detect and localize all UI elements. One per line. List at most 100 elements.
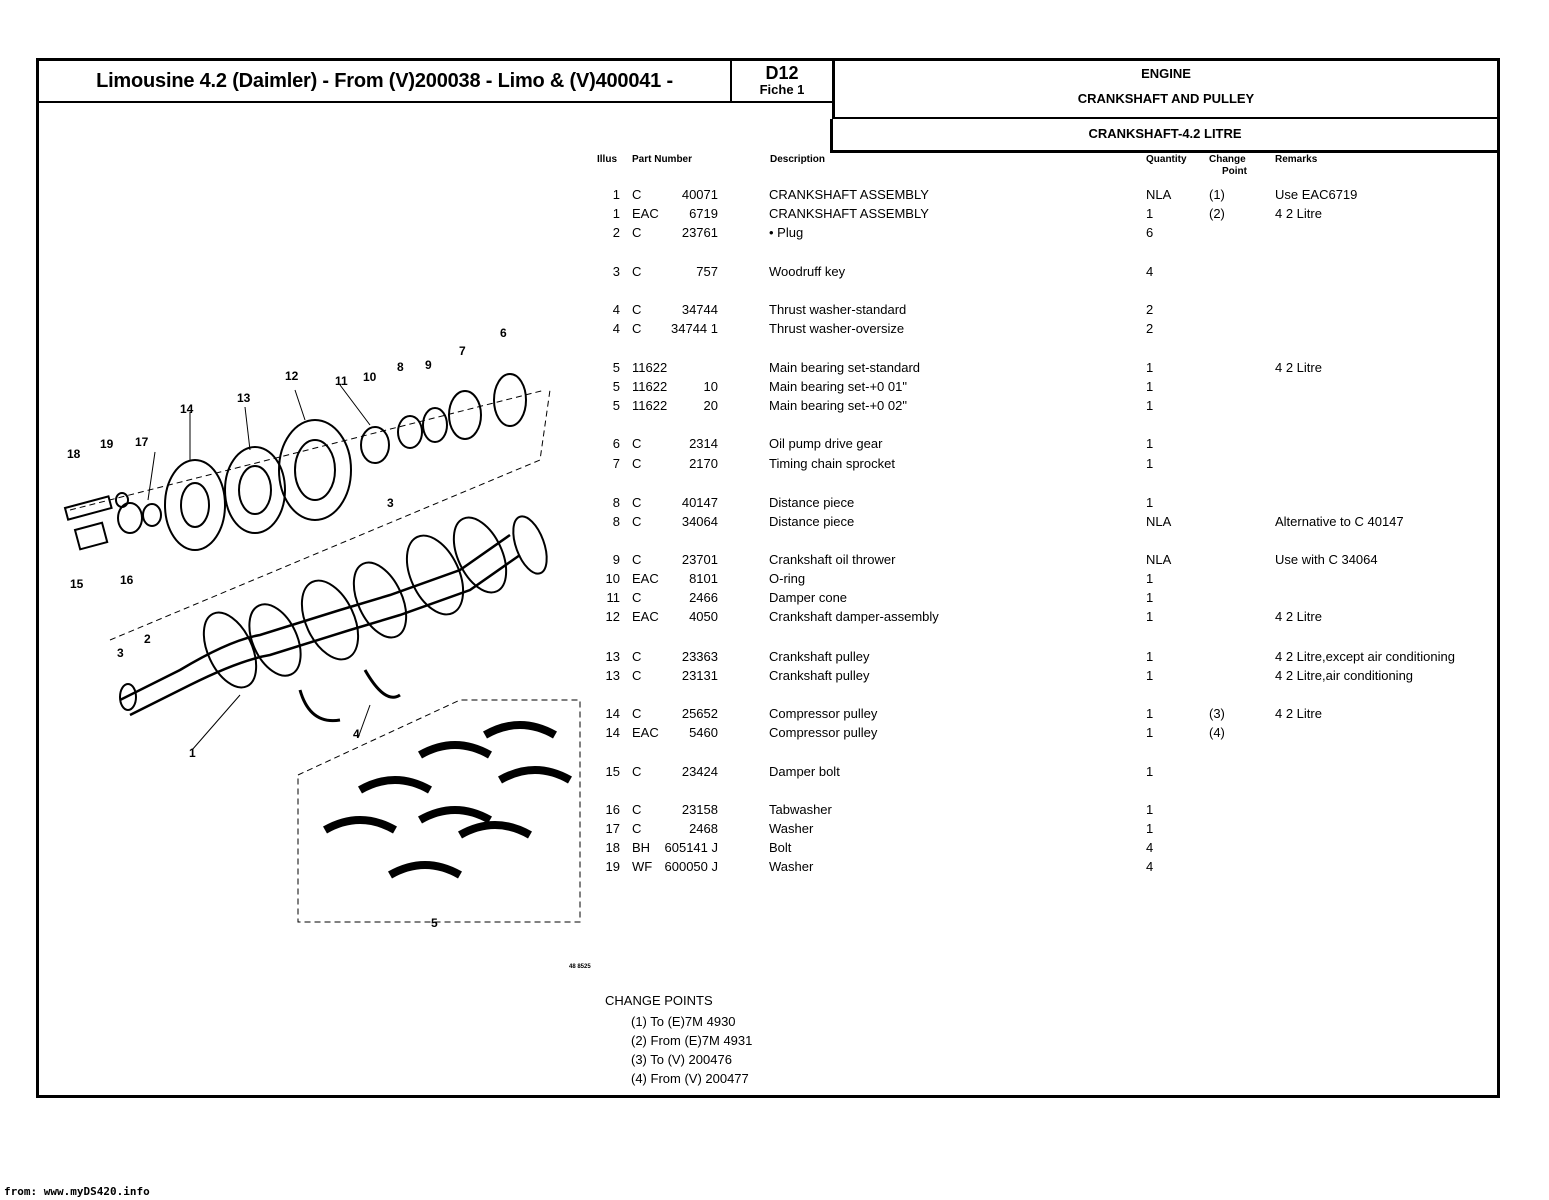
- part-prefix-cell: C: [632, 436, 642, 451]
- illus-cell: 6: [612, 436, 620, 451]
- description-cell: Thrust washer-standard: [769, 302, 907, 317]
- col-change-line2: Point: [1222, 166, 1247, 177]
- callout-9: 9: [425, 358, 432, 372]
- part-prefix-cell: WF: [632, 859, 653, 874]
- part-number-cell: 34744: [681, 302, 718, 317]
- illus-cell: 14: [605, 706, 620, 721]
- description-cell: Washer: [769, 859, 814, 874]
- page-frame: [36, 58, 1500, 1098]
- description-cell: Distance piece: [769, 514, 855, 529]
- description-cell: Tabwasher: [769, 802, 832, 817]
- quantity-cell: 1: [1146, 379, 1154, 394]
- col-change-point: Change Point: [1209, 154, 1247, 178]
- callout-13: 13: [237, 391, 251, 405]
- quantity-cell: 1: [1146, 360, 1154, 375]
- source-footer: from: www.myDS420.info: [4, 1185, 150, 1198]
- callout-18: 18: [67, 447, 81, 461]
- part-prefix-cell: C: [632, 225, 642, 240]
- description-cell: Compressor pulley: [769, 725, 878, 740]
- illus-cell: 11: [606, 590, 621, 605]
- quantity-cell: NLA: [1146, 187, 1172, 202]
- part-number-cell: 40147: [681, 495, 718, 510]
- callout-12: 12: [285, 369, 299, 383]
- part-prefix-cell: EAC: [632, 571, 659, 586]
- part-number-cell: 2468: [689, 821, 718, 836]
- description-cell: Thrust washer-oversize: [769, 321, 905, 336]
- description-cell: Woodruff key: [769, 264, 846, 279]
- description-cell: • Plug: [769, 225, 804, 240]
- group-title: ENGINE: [1141, 66, 1191, 81]
- change-point-cell: (3): [1209, 706, 1225, 721]
- part-prefix-cell: EAC: [632, 609, 659, 624]
- callout-11: 11: [335, 374, 348, 388]
- part-number-cell: 6719: [689, 206, 718, 221]
- callout-3: 3: [387, 496, 394, 510]
- illus-cell: 9: [612, 552, 620, 567]
- quantity-cell: 6: [1146, 225, 1154, 240]
- part-number-cell: 34744 1: [671, 321, 718, 336]
- part-number-cell: 23761: [681, 225, 718, 240]
- crankshaft-exploded-diagram: 18 19 17 14 13 12 11 10 8 9 7 6 3 15 16 …: [63, 326, 581, 930]
- illus-cell: 18: [605, 840, 620, 855]
- illus-cell: 1: [612, 206, 620, 221]
- change-point-item: (1) To (E)7M 4930: [631, 1014, 736, 1029]
- change-point-cell: (1): [1209, 187, 1225, 202]
- part-number-cell: 2314: [689, 436, 718, 451]
- part-number-cell: 20: [703, 398, 718, 413]
- illus-cell: 5: [612, 360, 620, 375]
- description-cell: Compressor pulley: [769, 706, 878, 721]
- part-prefix-cell: C: [632, 764, 642, 779]
- illus-cell: 12: [605, 609, 620, 624]
- part-prefix-cell: C: [632, 821, 642, 836]
- change-point-cell: (2): [1209, 206, 1225, 221]
- illus-cell: 5: [612, 398, 620, 413]
- callout-4: 4: [353, 727, 360, 741]
- description-cell: Crankshaft oil thrower: [769, 552, 896, 567]
- part-prefix-cell: C: [632, 802, 642, 817]
- part-number-cell: 23131: [681, 668, 718, 683]
- callout-15: 15: [70, 577, 84, 591]
- callout-17: 17: [135, 435, 149, 449]
- part-number-cell: 23424: [681, 764, 718, 779]
- quantity-cell: 1: [1146, 802, 1154, 817]
- part-prefix-cell: C: [632, 514, 642, 529]
- quantity-cell: 1: [1146, 706, 1154, 721]
- quantity-cell: 4: [1146, 840, 1154, 855]
- part-number-cell: 25652: [681, 706, 718, 721]
- page-code-box: D12 Fiche 1: [732, 61, 832, 103]
- description-cell: Damper bolt: [769, 764, 840, 779]
- quantity-cell: 1: [1146, 495, 1154, 510]
- description-cell: Crankshaft damper-assembly: [769, 609, 939, 624]
- part-prefix-cell: EAC: [632, 725, 659, 740]
- remarks-cell: Alternative to C 40147: [1275, 514, 1404, 529]
- quantity-cell: 1: [1146, 436, 1154, 451]
- illus-cell: 10: [605, 571, 620, 586]
- quantity-cell: 1: [1146, 571, 1154, 586]
- quantity-cell: 1: [1146, 398, 1154, 413]
- quantity-cell: NLA: [1146, 514, 1172, 529]
- quantity-cell: 4: [1146, 859, 1154, 874]
- illus-cell: 13: [605, 668, 620, 683]
- remarks-cell: 4 2 Litre,air conditioning: [1275, 668, 1414, 683]
- callout-8: 8: [397, 360, 404, 374]
- illus-cell: 17: [605, 821, 620, 836]
- illus-cell: 19: [605, 859, 620, 874]
- illus-cell: 2: [612, 225, 620, 240]
- part-number-cell: 605141 J: [664, 840, 719, 855]
- part-prefix-cell: C: [632, 590, 642, 605]
- part-number-cell: 600050 J: [664, 859, 719, 874]
- callout-16: 16: [120, 573, 134, 587]
